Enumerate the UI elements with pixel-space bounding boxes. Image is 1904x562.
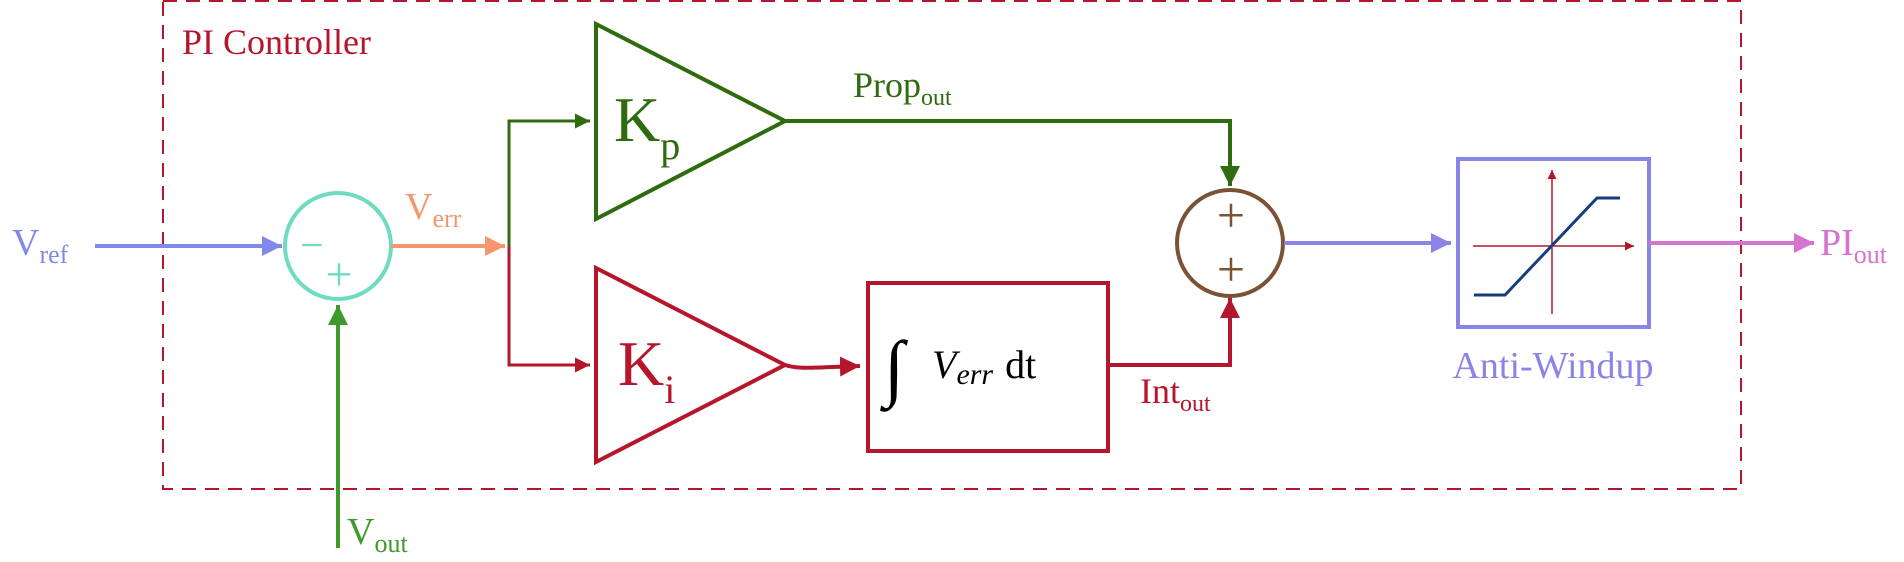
pi-out-label: PIout bbox=[1820, 222, 1888, 269]
svg-text:Kp: Kp bbox=[614, 84, 680, 168]
int-out-label: Intout bbox=[1140, 371, 1211, 417]
kp-gain-block: Kp bbox=[594, 20, 790, 223]
svg-text:Ki: Ki bbox=[618, 328, 675, 412]
vref-label: Vref bbox=[12, 222, 69, 269]
error-summer: − + bbox=[283, 191, 393, 301]
saturation-curve bbox=[1474, 196, 1620, 297]
int-out-wire bbox=[1108, 298, 1240, 367]
vout-label: Vout bbox=[347, 511, 408, 558]
prop-out-label: Propout bbox=[853, 65, 952, 111]
prop-out-wire bbox=[785, 119, 1240, 186]
integral-symbol: ∫ bbox=[880, 327, 909, 412]
anti-windup-block bbox=[1456, 157, 1651, 329]
kp-branch-wire bbox=[507, 113, 590, 246]
summer1-plus-sign: + bbox=[325, 248, 352, 301]
controller-title: PI Controller bbox=[182, 22, 371, 62]
summer2-bottom-plus-sign: + bbox=[1217, 241, 1245, 297]
verr-label: Verr bbox=[405, 186, 462, 233]
ki-branch-wire bbox=[507, 246, 590, 373]
anti-windup-label: Anti-Windup bbox=[1452, 345, 1653, 387]
summer2-top-plus-sign: + bbox=[1217, 187, 1245, 243]
ki-gain-block: Ki bbox=[594, 264, 790, 466]
summer1-minus-sign: − bbox=[300, 223, 324, 269]
ki-to-integrator-wire bbox=[784, 356, 861, 377]
output-summer: + + bbox=[1175, 187, 1285, 298]
